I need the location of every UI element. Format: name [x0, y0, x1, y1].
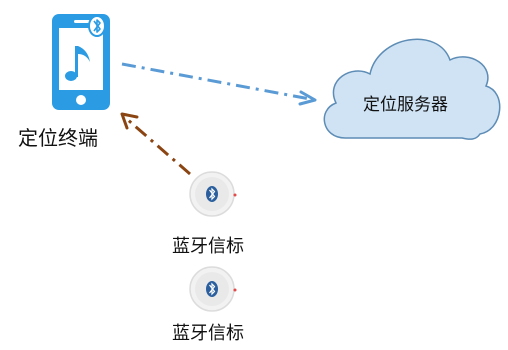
smartphone-icon	[52, 14, 110, 110]
bluetooth-badge-icon	[88, 15, 106, 37]
beacon-to-terminal-arrow	[120, 112, 191, 176]
terminal-to-server-arrow	[121, 62, 317, 106]
music-note-icon	[65, 46, 90, 81]
cloud-icon	[323, 38, 501, 140]
bluetooth-beacon-icon	[189, 171, 237, 217]
terminal-label: 定位终端	[18, 126, 98, 150]
server-label: 定位服务器	[363, 95, 448, 115]
bluetooth-beacon-icon	[189, 266, 237, 312]
beacon-label: 蓝牙信标	[172, 323, 244, 344]
beacon-label: 蓝牙信标	[172, 236, 244, 257]
